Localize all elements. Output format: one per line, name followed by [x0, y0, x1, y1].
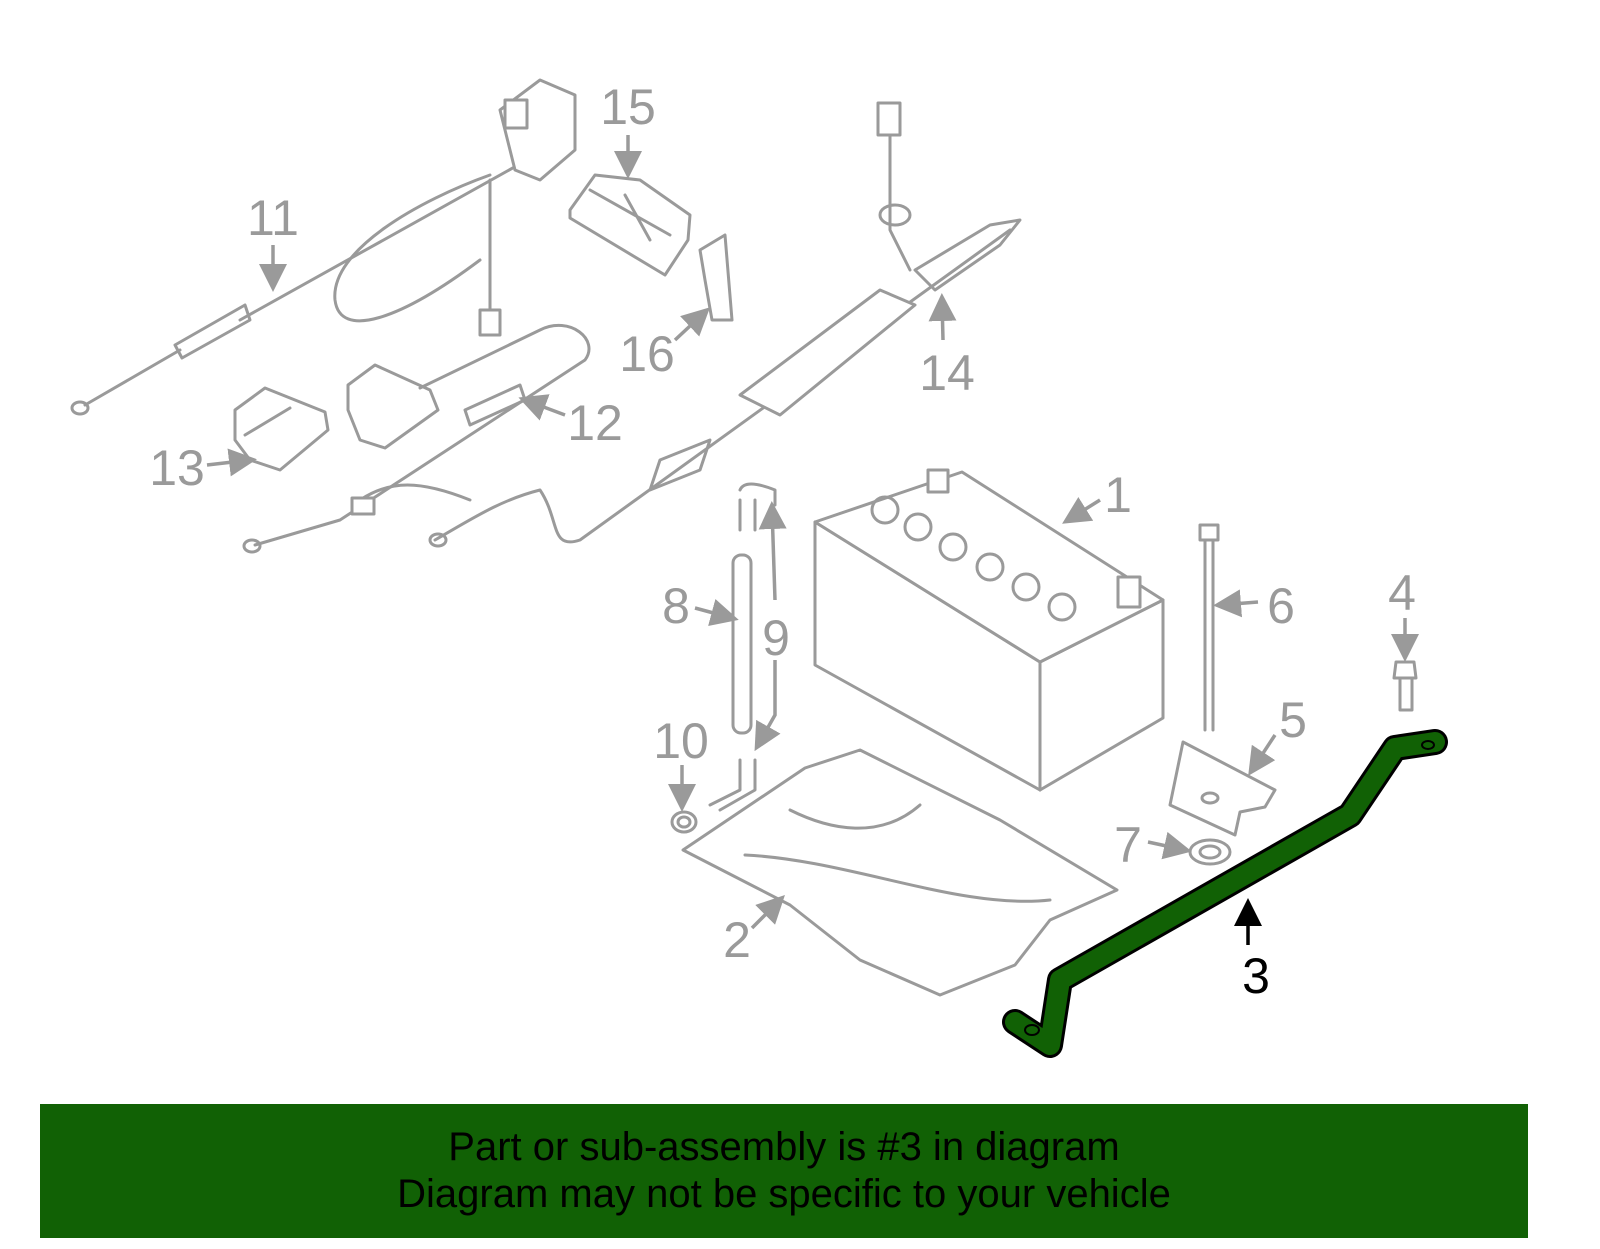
part-7-washer	[1188, 838, 1232, 866]
part-3-hold-down-strap[interactable]	[1002, 729, 1448, 1058]
label-14[interactable]: 14	[919, 345, 975, 401]
label-9[interactable]: 9	[762, 610, 790, 666]
label-12[interactable]: 12	[567, 395, 623, 451]
battery-cell-caps	[870, 495, 1077, 622]
part-15-cover	[568, 173, 692, 277]
label-13[interactable]: 13	[149, 440, 205, 496]
part-8-tube	[731, 553, 753, 735]
callout-arrows	[206, 135, 1419, 945]
banner-line-1: Part or sub-assembly is #3 in diagram	[448, 1125, 1120, 1169]
label-3[interactable]: 3	[1242, 948, 1270, 1004]
label-11[interactable]: 11	[247, 190, 299, 246]
info-banner: Part or sub-assembly is #3 in diagram Di…	[40, 1104, 1528, 1238]
label-1[interactable]: 1	[1104, 467, 1132, 523]
part-11-cable	[70, 78, 577, 416]
label-4[interactable]: 4	[1388, 565, 1416, 621]
part-1-battery	[813, 468, 1165, 792]
part-16-clip	[698, 233, 734, 322]
mat-crease	[788, 803, 922, 830]
part-13-terminal-cover	[233, 386, 330, 472]
label-5[interactable]: 5	[1279, 692, 1307, 748]
label-15[interactable]: 15	[600, 79, 656, 135]
label-8[interactable]: 8	[662, 578, 690, 634]
part-5-bracket	[1168, 740, 1277, 837]
parts-diagram: 1 2 3 4 5 6 7 8 9 10 11 12 13 14 15 16	[70, 78, 1448, 1058]
part-6-rod	[1198, 523, 1220, 732]
label-10[interactable]: 10	[653, 713, 709, 769]
label-16[interactable]: 16	[619, 326, 675, 382]
part-4-bolt	[1392, 660, 1418, 712]
label-7[interactable]: 7	[1114, 817, 1142, 873]
part-10-grommet	[670, 810, 698, 834]
label-2[interactable]: 2	[723, 912, 751, 968]
mat-crease	[743, 853, 1052, 903]
label-6[interactable]: 6	[1267, 578, 1295, 634]
part-9-hose	[708, 482, 777, 812]
part-14-cable	[428, 101, 1022, 548]
banner-line-2: Diagram may not be specific to your vehi…	[397, 1172, 1171, 1216]
